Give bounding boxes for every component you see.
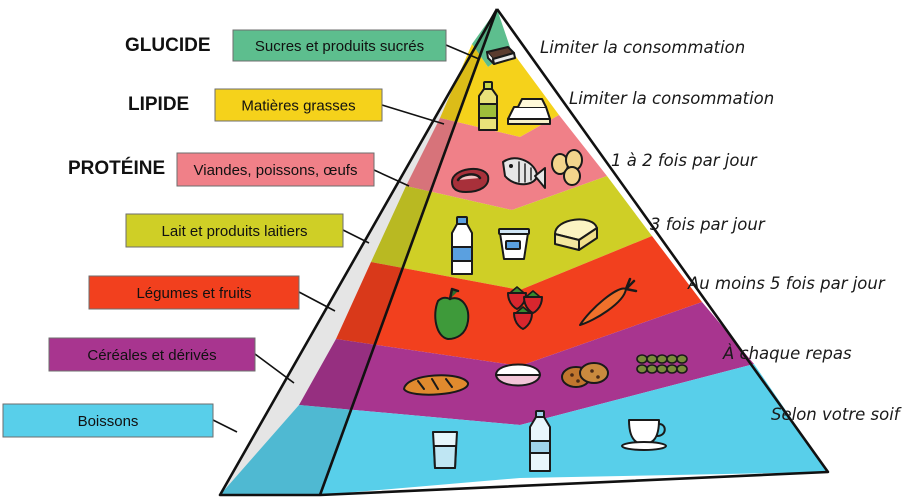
label-box [88, 275, 300, 310]
frequency-text: 3 fois par jour [650, 215, 766, 234]
pyramid-outline [218, 8, 830, 497]
category-label: GLUCIDE [125, 35, 211, 56]
pepper-icon [434, 287, 470, 340]
yogurt-icon [498, 228, 530, 260]
frequency-text: 1 à 2 fois par jour [611, 151, 758, 170]
label-box [125, 213, 344, 248]
connector-line [342, 229, 370, 244]
bread-icon [403, 374, 469, 396]
steak-icon [451, 167, 490, 193]
legumes-icon [636, 354, 688, 374]
frequency-text: À chaque repas [722, 344, 852, 363]
level-1: Matières grasses LIPIDE Limiter la consomm… [128, 88, 774, 125]
category-label: PROTÉINE [68, 157, 165, 179]
oil-bottle-icon [478, 81, 498, 131]
icons-layer [403, 46, 688, 472]
frequency-text: Limiter la consommation [569, 89, 774, 108]
water-glass-icon [432, 431, 458, 469]
water-bottle-icon [529, 410, 551, 472]
level-0: Sucres et produits sucrés GLUCIDE Limiter … [125, 29, 745, 62]
connector-line [373, 169, 410, 187]
level-4: Légumes et fruits Au moins 5 fois par jou… [88, 274, 886, 312]
label-box [232, 29, 447, 62]
level-2: Viandes, poissons, œufs PROTÉINE 1 à 2 foi… [68, 151, 758, 187]
connector-line [381, 104, 445, 125]
group-label: Légumes et fruits [136, 285, 251, 302]
milk-bottle-icon [451, 216, 473, 275]
eggs-icon [551, 149, 583, 186]
band-boissons [220, 364, 828, 495]
connector-line [254, 353, 295, 384]
frequency-text: Limiter la consommation [540, 38, 745, 57]
group-label: Lait et produits laitiers [162, 223, 308, 240]
cookies-icon [561, 362, 609, 388]
connector-line [298, 291, 336, 312]
label-box [48, 337, 256, 372]
group-label: Céréales et dérivés [87, 347, 216, 364]
category-label: LIPIDE [128, 94, 189, 115]
group-label: Sucres et produits sucrés [255, 38, 424, 55]
cheese-icon [554, 218, 598, 251]
level-6: Boissons Selon votre soif [2, 403, 902, 438]
connector-line [445, 44, 480, 60]
group-label: Boissons [78, 413, 139, 430]
group-label: Viandes, poissons, œufs [194, 162, 358, 179]
level-3: Lait et produits laitiers 3 fois par jour [125, 213, 766, 248]
carrot-icon [579, 277, 638, 326]
label-box [2, 403, 214, 438]
butter-icon [507, 98, 551, 125]
strawberry-icon [507, 286, 543, 330]
levels-layer: Sucres et produits sucrés GLUCIDE Limiter … [2, 29, 902, 438]
connector-line [212, 419, 238, 433]
label-box [176, 152, 375, 187]
chocolate-bar-icon [486, 46, 516, 65]
frequency-text: Selon votre soif [771, 405, 902, 424]
level-5: Céréales et dérivés À chaque repas [48, 337, 852, 384]
group-label: Matières grasses [241, 98, 355, 115]
teacup-icon [621, 419, 667, 451]
rice-bowl-icon [495, 363, 541, 387]
label-box [214, 88, 383, 122]
fish-icon [502, 157, 546, 189]
frequency-text: Au moins 5 fois par jour [687, 274, 886, 293]
